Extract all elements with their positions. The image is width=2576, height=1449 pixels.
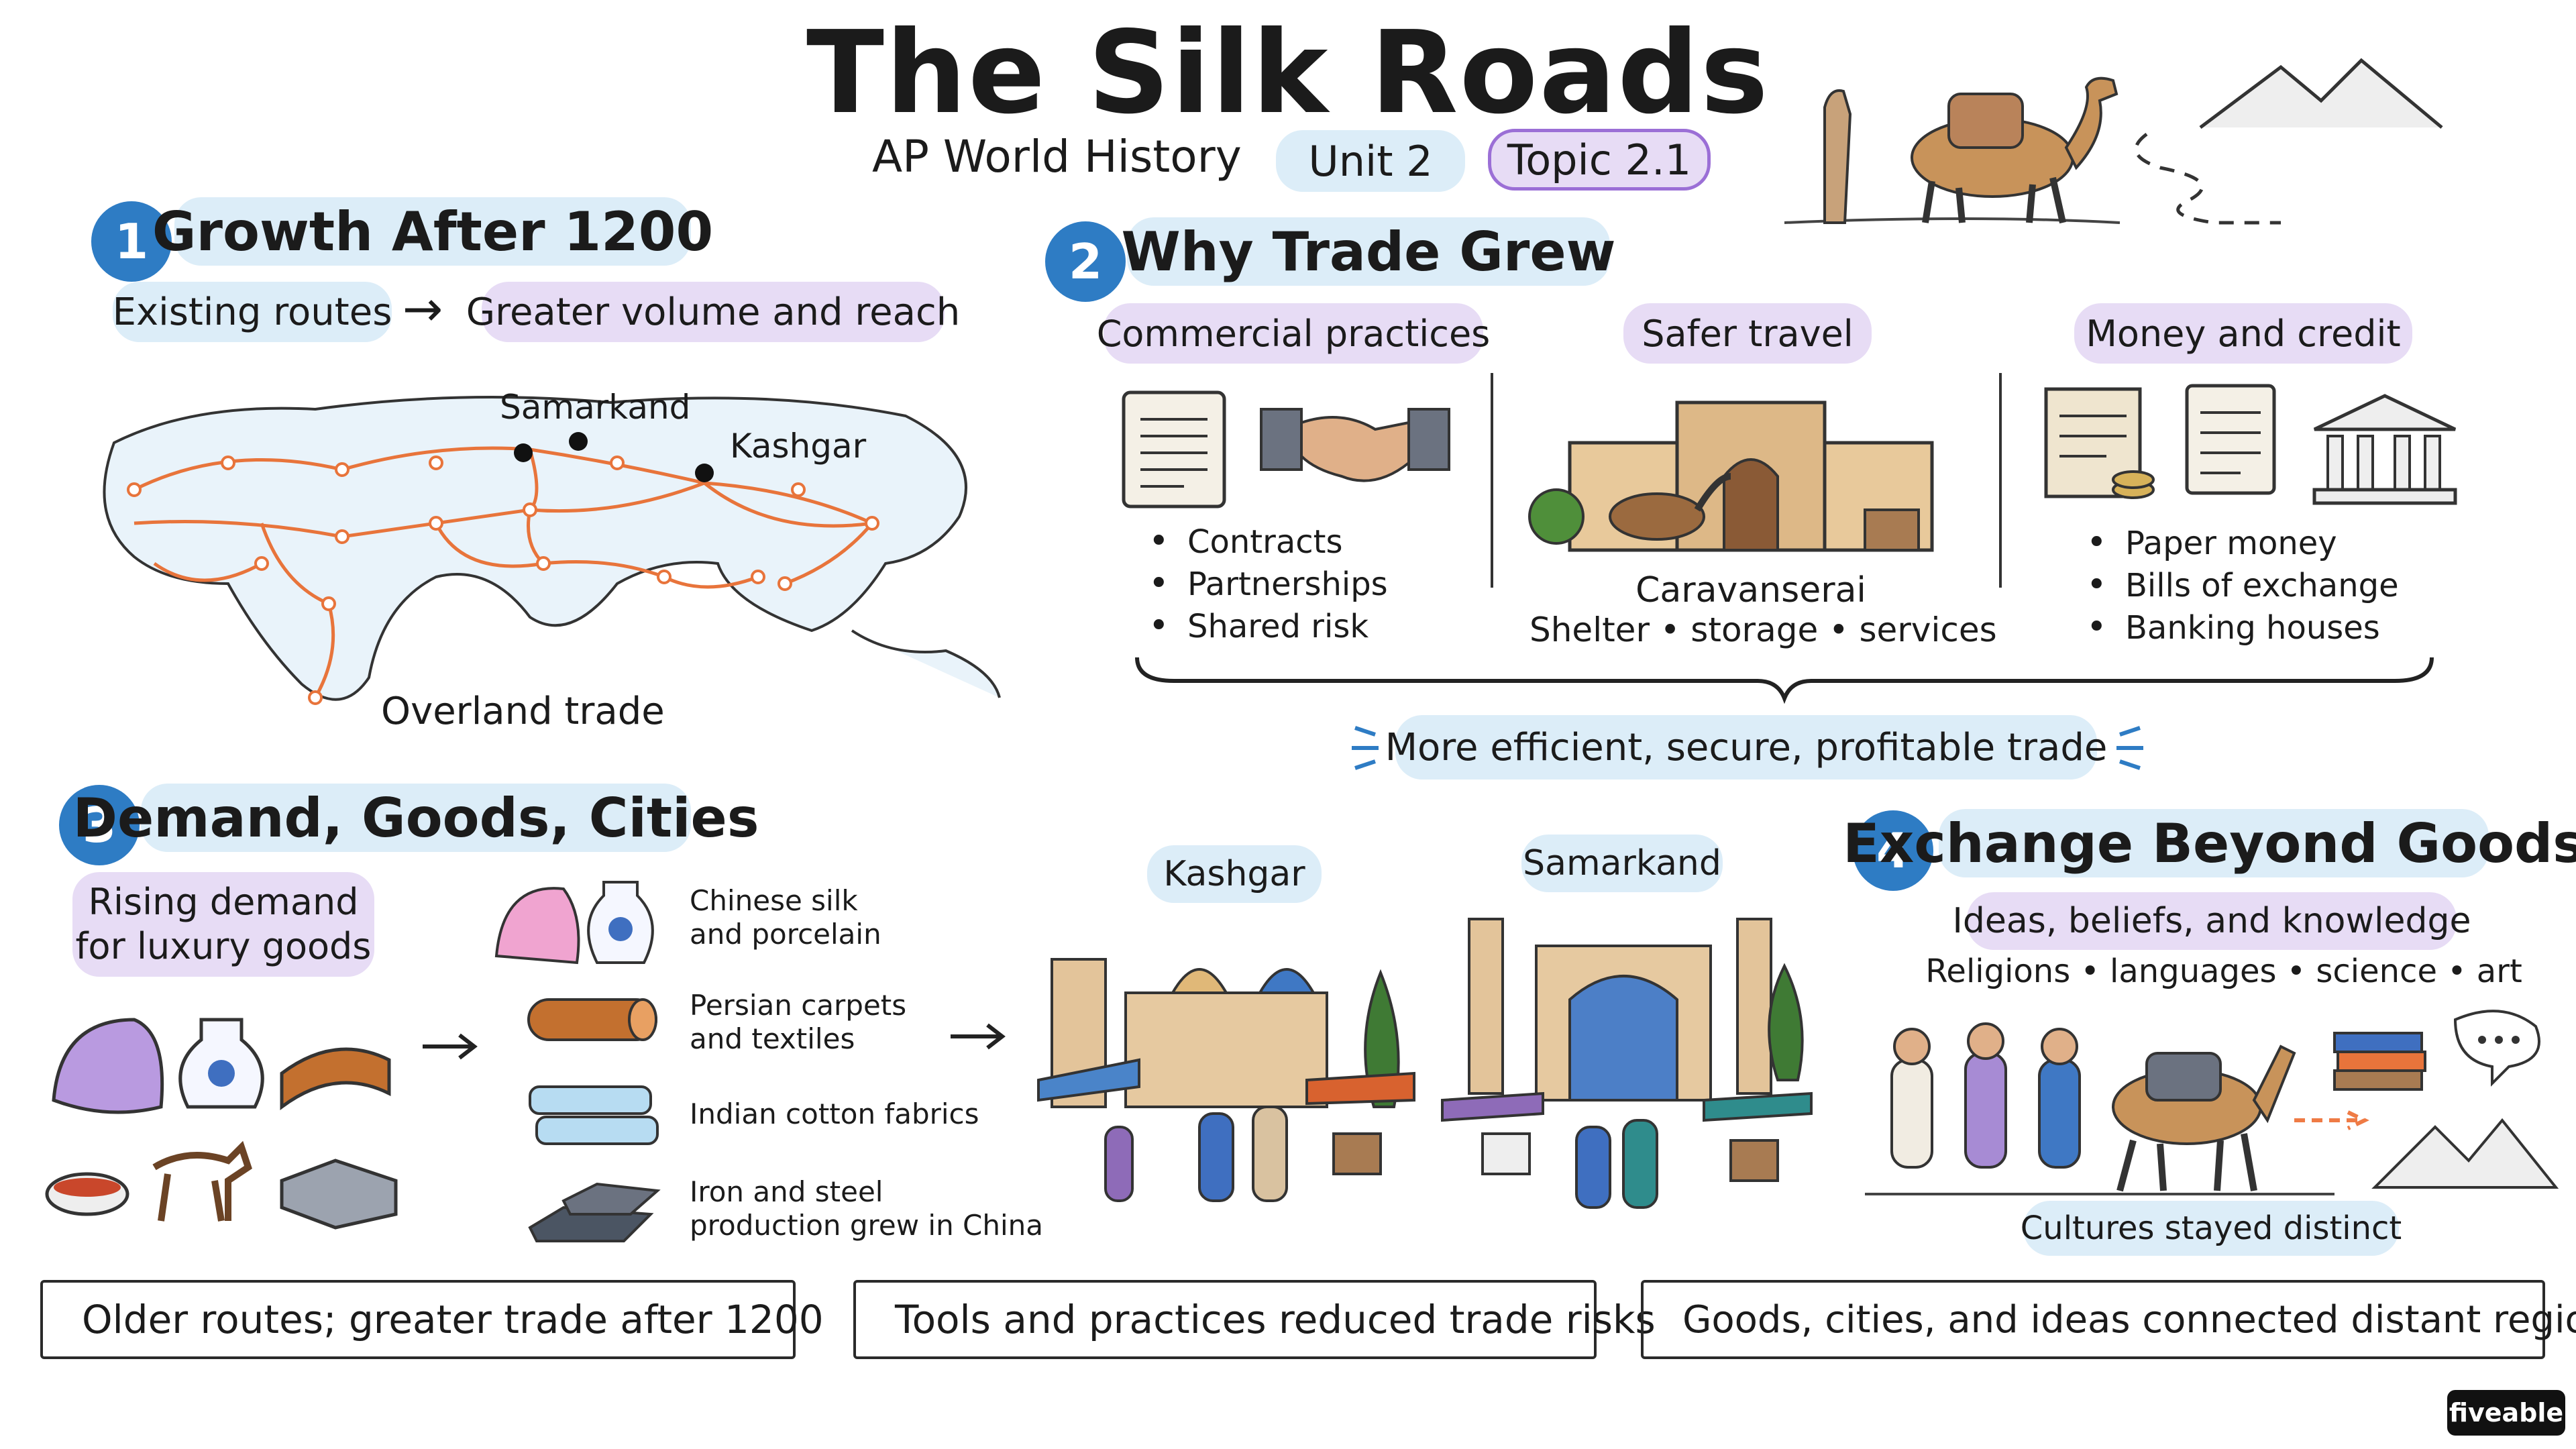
good-line: Iron and steel	[690, 1175, 883, 1208]
exchange-list: Religions • languages • science • art	[1925, 953, 2522, 990]
course-name: AP World History	[872, 131, 1242, 182]
contract-icon	[1122, 390, 1226, 508]
takeaway-3-text: Goods, cities, and ideas connected dista…	[1682, 1297, 2576, 1342]
result-pill: More efficient, secure, profitable trade	[1385, 715, 2107, 780]
safer-travel-pill: Safer travel	[1623, 303, 1872, 364]
caravanserai-detail: Shelter • storage • services	[1529, 610, 1997, 649]
good-line: Persian carpets	[690, 989, 907, 1022]
rising-demand-pill: Rising demand for luxury goods	[72, 872, 374, 977]
cotton-fabric-icon	[529, 1085, 659, 1145]
good-cotton: Indian cotton fabrics	[690, 1097, 979, 1130]
good-carpets-textiles: Persian carpets and textiles	[690, 989, 906, 1056]
section-1-number: 1	[91, 201, 172, 282]
summary-brace	[1135, 657, 2434, 704]
map-caption: Overland trade	[381, 690, 665, 733]
section-4-number: 4	[1853, 810, 1933, 891]
arrow-icon	[423, 1033, 478, 1060]
brand-logo: fiveable	[2447, 1390, 2565, 1436]
takeaway-2-text: Tools and practices reduced trade risks	[895, 1297, 1656, 1342]
travelers-illustration	[1865, 1010, 2559, 1195]
city-label-samarkand: Samarkand	[1521, 835, 1723, 892]
map-label-samarkand: Samarkand	[500, 388, 691, 427]
caravanserai-label: Caravanserai	[1635, 570, 1866, 610]
paper-money-icon	[2185, 384, 2276, 495]
good-line: production grew in China	[690, 1209, 1044, 1242]
commercial-practices-pill: Commercial practices	[1097, 303, 1490, 364]
ideas-pill: Ideas, beliefs, and knowledge	[1953, 892, 2471, 950]
bill-of-exchange-icon	[2044, 387, 2155, 499]
section-2-title: Why Trade Grew	[1121, 217, 1616, 286]
takeaway-1: Older routes; greater trade after 1200	[40, 1280, 824, 1359]
silk-porcelain-icon	[494, 881, 654, 965]
good-line: Indian cotton fabrics	[690, 1097, 979, 1130]
greater-volume-pill: Greater volume and reach	[466, 282, 960, 342]
money-credit-pill: Money and credit	[2074, 303, 2412, 364]
arrow-icon	[951, 1023, 1006, 1050]
demand-line-2: for luxury goods	[75, 925, 372, 967]
good-line: and textiles	[690, 1022, 855, 1055]
list-item: Partnerships	[1148, 563, 1388, 605]
section-4-title: Exchange Beyond Goods	[1843, 809, 2576, 877]
section-2-number: 2	[1045, 221, 1126, 302]
map-label-kashgar: Kashgar	[730, 427, 867, 466]
demand-line-1: Rising demand	[88, 881, 359, 923]
divider-1	[1491, 373, 1493, 588]
unit-badge: Unit 2	[1276, 130, 1465, 192]
bank-icon	[2312, 394, 2457, 505]
takeaway-3: Goods, cities, and ideas connected dista…	[1641, 1280, 2576, 1359]
good-line: Chinese silk	[690, 884, 858, 917]
list-item: Bills of exchange	[2086, 564, 2399, 606]
section-1-title: Growth After 1200	[152, 197, 713, 266]
section-3-number: 3	[59, 785, 140, 865]
emphasis-marks-left	[1352, 726, 1379, 770]
growth-arrow: →	[402, 280, 443, 337]
camel-illustration	[1784, 58, 2443, 225]
list-item: Banking houses	[2086, 606, 2399, 649]
good-line: and porcelain	[690, 918, 881, 951]
silk-road-map	[103, 396, 1001, 705]
cultures-note-pill: Cultures stayed distinct	[2021, 1201, 2402, 1256]
list-item: Paper money	[2086, 522, 2399, 564]
samarkand-city-illustration	[1441, 918, 1813, 1209]
list-item: Contracts	[1148, 521, 1388, 563]
divider-2	[1999, 373, 2002, 588]
takeaway-1-text: Older routes; greater trade after 1200	[82, 1297, 824, 1342]
page-title: The Silk Roads	[806, 7, 1770, 140]
city-label-kashgar: Kashgar	[1147, 845, 1322, 903]
topic-badge: Topic 2.1	[1488, 129, 1711, 191]
section-3-title: Demand, Goods, Cities	[73, 784, 759, 852]
carpet-icon	[527, 998, 657, 1041]
kashgar-city-illustration	[1037, 958, 1415, 1202]
iron-ingots-icon	[528, 1182, 661, 1242]
takeaway-2: Tools and practices reduced trade risks	[853, 1280, 1656, 1359]
good-iron-steel: Iron and steel production grew in China	[690, 1175, 1043, 1242]
list-item: Shared risk	[1148, 605, 1388, 647]
handshake-icon	[1260, 408, 1450, 482]
good-silk-porcelain: Chinese silk and porcelain	[690, 884, 881, 951]
commercial-practices-list: Contracts Partnerships Shared risk	[1148, 521, 1388, 647]
money-credit-list: Paper money Bills of exchange Banking ho…	[2086, 522, 2399, 649]
luxury-goods-illustration	[45, 1018, 398, 1230]
emphasis-marks-right	[2116, 726, 2143, 770]
caravanserai-illustration	[1528, 400, 1934, 552]
existing-routes-pill: Existing routes	[113, 282, 392, 342]
